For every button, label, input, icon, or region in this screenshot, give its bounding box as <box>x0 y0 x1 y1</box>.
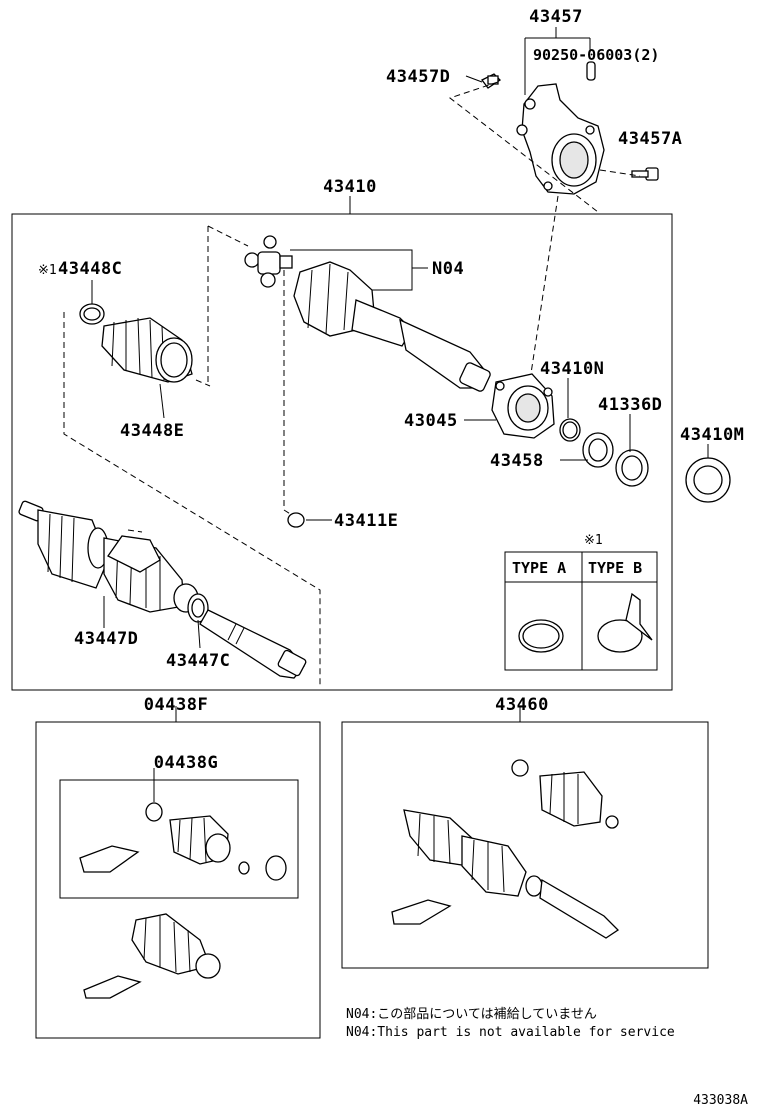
note-japanese: N04:この部品については補給していません <box>346 1007 597 1022</box>
label-41336d: 41336D <box>598 395 662 415</box>
label-43457a: 43457A <box>618 129 682 149</box>
boot-43447c-part <box>173 583 209 623</box>
label-43410m: 43410M <box>680 425 744 445</box>
label-pin: 90250-06003(2) <box>533 46 659 64</box>
label-43045: 43045 <box>404 411 458 431</box>
label-43448c: 43448C <box>58 259 122 279</box>
label-43447d: 43447D <box>74 629 138 649</box>
snap-ring-43411e-part <box>287 512 305 528</box>
label-43411e: 43411E <box>334 511 398 531</box>
bracket-group <box>448 27 659 381</box>
pin-part <box>586 61 596 81</box>
label-n04: N04 <box>432 259 464 279</box>
type-b-label: TYPE B <box>588 559 642 577</box>
clamp-type-b-part <box>597 592 653 653</box>
boot-kit-inner-frame <box>59 779 299 899</box>
outer-joint-part <box>18 500 109 589</box>
label-43457: 43457 <box>529 7 583 27</box>
outer-housing-part <box>293 261 491 392</box>
leader-lines <box>91 196 709 802</box>
label-43458: 43458 <box>490 451 544 471</box>
drive-shaft-frame <box>11 213 673 691</box>
seal-41336d-part <box>615 449 649 487</box>
boot-43448-group <box>63 303 321 686</box>
label-43448e: 43448E <box>120 421 184 441</box>
clamp-type-a-part <box>518 619 564 653</box>
type-box-mark: ※1 <box>584 533 603 548</box>
bolt-a-part <box>631 167 659 181</box>
label-43410: 43410 <box>323 177 377 197</box>
clamp-43448c-part <box>79 303 105 325</box>
diagram-id: 433038A <box>693 1093 748 1108</box>
label-43457d: 43457D <box>386 67 450 87</box>
type-box-frame <box>504 551 658 671</box>
label-04438f: 04438F <box>144 695 208 715</box>
outboard-shaft-group <box>18 500 307 679</box>
label-43447c: 43447C <box>166 651 230 671</box>
boot-43448e-part <box>101 317 193 383</box>
tripod-part <box>244 235 293 288</box>
new-shaft-frame <box>341 721 709 969</box>
label-43460: 43460 <box>495 695 549 715</box>
boot-43447d-part <box>103 535 185 613</box>
snap-ring-43410n-part <box>559 418 581 442</box>
seal-43410m-part <box>685 457 731 503</box>
label-43410n: 43410N <box>540 359 604 379</box>
shaft-part <box>199 609 307 679</box>
label-04438g: 04438G <box>154 753 218 773</box>
boot-kit-frame <box>35 721 321 1039</box>
bearing-43458-part <box>582 432 614 468</box>
bracket-part <box>516 83 605 195</box>
bolt-d-part <box>465 73 502 89</box>
note-english: N04:This part is not available for servi… <box>346 1025 675 1040</box>
shaft-43460-group <box>391 759 620 939</box>
type-a-label: TYPE A <box>512 559 566 577</box>
bearing-housing-part <box>491 373 555 439</box>
kit-04438-group <box>79 802 287 999</box>
label-clamp-mark: ※1 <box>38 263 57 278</box>
